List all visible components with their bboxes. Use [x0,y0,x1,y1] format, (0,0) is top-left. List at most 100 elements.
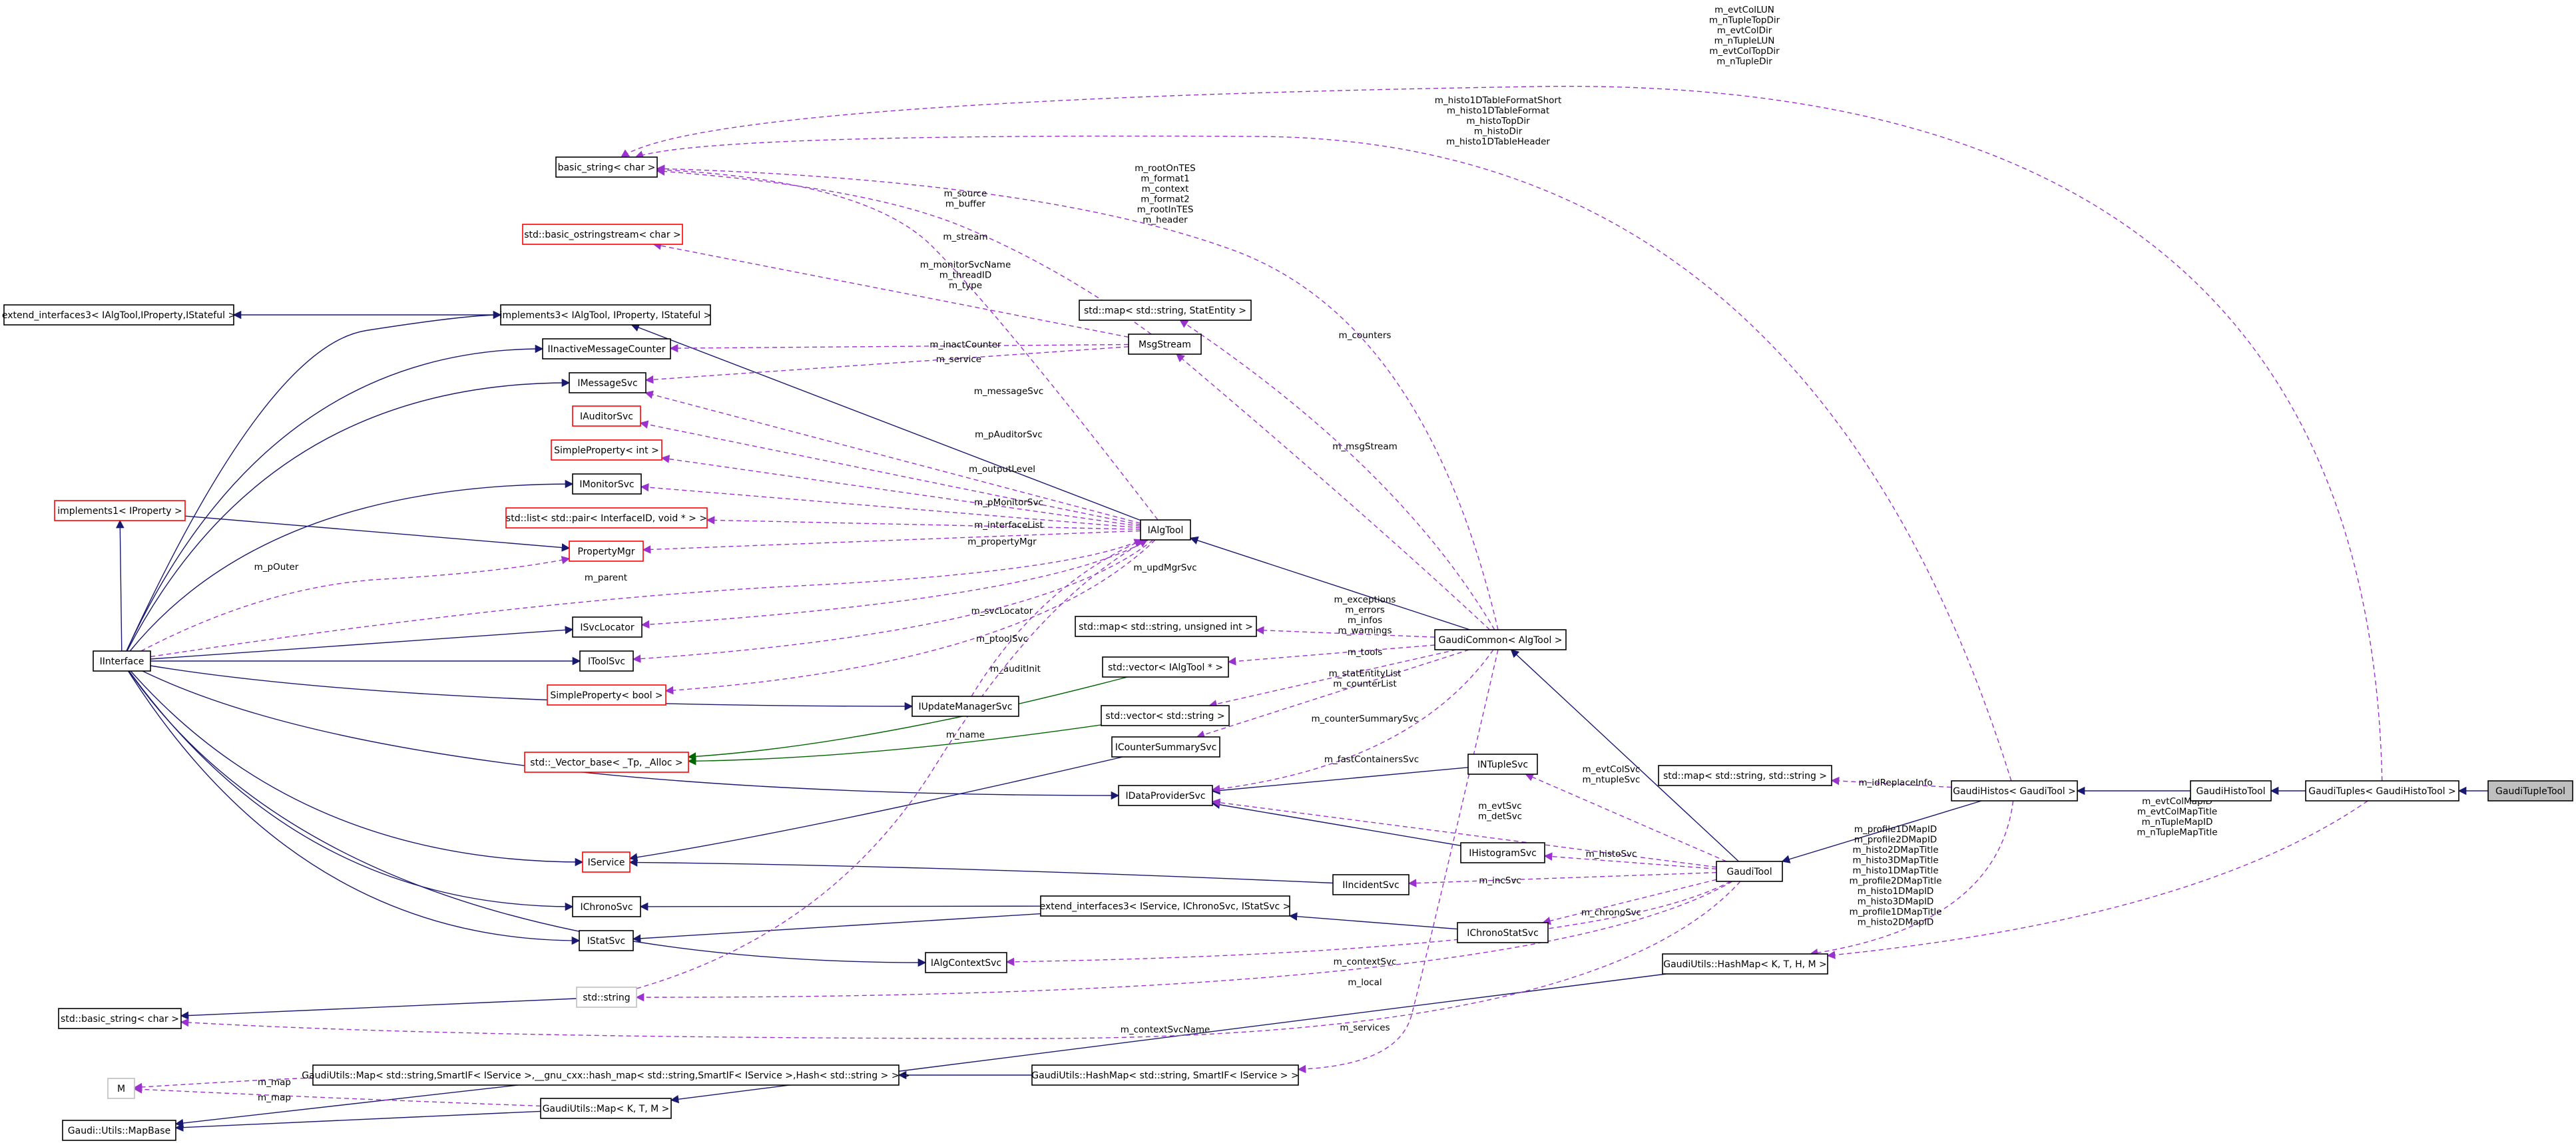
edge-label: m_evtColDir [1717,25,1772,36]
class-node-isvclocator[interactable]: ISvcLocator [572,616,643,638]
class-node-intuplesvc[interactable]: INTupleSvc [1467,754,1538,775]
class-node-basic-string-char[interactable]: basic_string< char > [555,156,658,178]
class-node-label: IAlgTool [1148,525,1184,536]
class-node-simplepropertybool[interactable]: SimpleProperty< bool > [547,684,666,706]
class-node-label: GaudiTuples< GaudiHistoTool > [2308,786,2455,797]
class-node-vector-string[interactable]: std::vector< std::string > [1101,705,1230,726]
edge-label: m_exceptions [1334,594,1396,605]
class-node-label: GaudiHistoTool [2196,786,2265,797]
class-node-ialgtool[interactable]: IAlgTool [1140,519,1191,541]
class-node-mapbase[interactable]: Gaudi::Utils::MapBase [62,1120,176,1141]
edge-label: m_nTupleDir [1716,57,1772,67]
class-node-imessagesvc[interactable]: IMessageSvc [569,372,646,393]
class-node-vector-ialgtool[interactable]: std::vector< IAlgTool * > [1102,656,1229,678]
edge-iinterface-to-iservice [130,670,584,867]
class-node-iupdatemanagersvc[interactable]: IUpdateManagerSvc [911,696,1019,717]
edge-gaudiutilsmap-service-to-m [133,1077,314,1092]
class-node-iincidentsvc[interactable]: IIncidentSvc [1332,874,1410,895]
edge-label: m_buffer [945,199,986,210]
class-node-iservice[interactable]: IService [582,851,631,873]
class-node-gaudihistos[interactable]: GaudiHistos< GaudiTool > [1951,780,2078,801]
class-node-box [1079,300,1252,321]
class-node-list-pair[interactable]: std::list< std::pair< InterfaceID, void … [505,507,708,529]
class-node-box [2305,780,2459,801]
edge-label: m_contextSvc [1334,957,1397,967]
edge-label: m_nTupleLUN [1714,36,1775,47]
class-node-iinactivemessagecounter[interactable]: IInactiveMessageCounter [542,338,671,359]
class-node-std-string[interactable]: std::string [576,987,637,1008]
edge-vector-ialgtool-to-vector-base [687,676,1128,761]
class-node-imonitorsvc[interactable]: IMonitorSvc [572,473,642,495]
class-node-idataprovidersvc[interactable]: IDataProviderSvc [1118,785,1213,806]
edge-label: m_histo1DTableFormatShort [1435,95,1562,106]
class-node-implements3[interactable]: implements3< IAlgTool, IProperty, IState… [500,304,712,326]
class-node-implements1[interactable]: implements1< IProperty > [54,500,186,521]
class-node-box [572,896,641,917]
edge-label: m_pAuditorSvc [975,429,1043,440]
edge-label: m_interfaceList [974,520,1043,531]
edge-gauditool-to-ichronostatsvc [1542,879,1717,925]
class-node-vector-base[interactable]: std::_Vector_base< _Tp, _Alloc > [524,752,689,773]
class-node-map-uint[interactable]: std::map< std::string, unsigned int > [1075,616,1257,637]
edge-label: m_pOuter [254,562,299,572]
edge-label: m_format2 [1141,194,1190,205]
edge-label: m_statEntityList [1329,668,1402,679]
class-node-box [1075,616,1257,637]
class-node-propertymgr[interactable]: PropertyMgr [569,541,644,562]
edge-label: m_profile1DMapTitle [1850,907,1942,917]
class-node-gaudicommon[interactable]: GaudiCommon< AlgTool > [1434,629,1567,650]
class-node-iinterface[interactable]: IInterface [93,650,151,672]
edge-gaudicommon-to-map-stat [1179,320,1495,630]
edge-msgstream-to-imessagesvc [644,346,1129,384]
class-node-basic-string-char2[interactable]: std::basic_string< char > [58,1008,182,1029]
class-node-ihistogramsvc[interactable]: IHistogramSvc [1460,842,1545,863]
edge-ialgtool-to-simplepropertyint [660,455,1141,527]
class-node-box [572,616,643,638]
class-node-box [551,439,662,461]
class-node-ostringstream[interactable]: std::basic_ostringstream< char > [522,224,683,245]
class-node-label: IMonitorSvc [579,479,634,490]
edge-gaudicommon-to-vector-ialgtool [1227,644,1435,666]
edge-ialgtool-to-list-pair [706,516,1141,530]
edge-label: m_services [1340,1023,1390,1033]
edge-icountersummarysvc-to-iservice [629,756,1123,861]
edge-label: m_detSvc [1478,811,1522,822]
class-node-simplepropertyint[interactable]: SimpleProperty< int > [551,439,662,461]
class-node-gaudihistotool[interactable]: GaudiHistoTool [2190,780,2272,801]
class-node-extend-interfaces3-algtool[interactable]: extend_interfaces3< IAlgTool,IProperty,I… [2,304,236,326]
class-node-map-string-string[interactable]: std::map< std::string, std::string > [1658,765,1832,786]
edge-label: m_histoTopDir [1466,116,1530,126]
class-node-gaudiutilsmapktm[interactable]: GaudiUtils::Map< K, T, M > [540,1098,672,1119]
edge-label: m_chronoSvc [1581,907,1641,918]
class-node-box [547,684,666,706]
class-node-hashmapkthm[interactable]: GaudiUtils::HashMap< K, T, H, M > [1662,953,1828,975]
edge-gaudicommon-to-idataprovidersvc [1211,649,1494,794]
edge-label: m_map [258,1077,291,1088]
class-node-label: IMessageSvc [577,378,637,389]
class-node-m[interactable]: M [107,1078,135,1099]
class-node-iauditorsvc[interactable]: IAuditorSvc [572,405,641,427]
class-node-itoolsvc[interactable]: IToolSvc [579,650,634,672]
class-node-label: std::vector< std::string > [1105,711,1224,722]
edge-gaudiutilsmapktm-to-mapbase [174,1110,541,1132]
class-node-gaudiutilsmap-service[interactable]: GaudiUtils::Map< std::string,SmartIF< IS… [302,1064,910,1086]
class-node-msgstream[interactable]: MsgStream [1128,334,1202,355]
class-node-istatsvc[interactable]: IStatSvc [579,930,634,951]
class-node-icountersummarysvc[interactable]: ICounterSummarySvc [1111,736,1220,758]
class-node-ichronosvc[interactable]: IChronoSvc [572,896,641,917]
class-node-gaudiutilshashmap-service[interactable]: GaudiUtils::HashMap< std::string, SmartI… [1031,1064,1299,1086]
edge-gauditool-to-gaudicommon [1510,649,1739,862]
class-node-label: std::map< std::string, std::string > [1663,771,1827,782]
class-node-extend-interfaces3-service[interactable]: extend_interfaces3< IService, IChronoSvc… [1040,895,1291,917]
class-node-gauditupletool[interactable]: GaudiTupleTool [2487,780,2573,801]
edge-label: m_svcLocator [971,606,1033,616]
class-node-gauditool[interactable]: GaudiTool [1716,861,1783,882]
class-node-label: std::basic_string< char > [61,1014,179,1025]
class-node-ichronostatsvc[interactable]: IChronoStatSvc [1457,922,1549,943]
edge-label: m_evtColMapTitle [2137,807,2217,817]
class-node-map-stat[interactable]: std::map< std::string, StatEntity > [1079,300,1252,321]
class-node-gaudituples[interactable]: GaudiTuples< GaudiHistoTool > [2305,780,2459,801]
class-node-ialgcontextsvc[interactable]: IAlgContextSvc [925,952,1007,973]
edge-iinterface-to-isvclocator [150,626,574,660]
class-node-box [1467,754,1538,775]
